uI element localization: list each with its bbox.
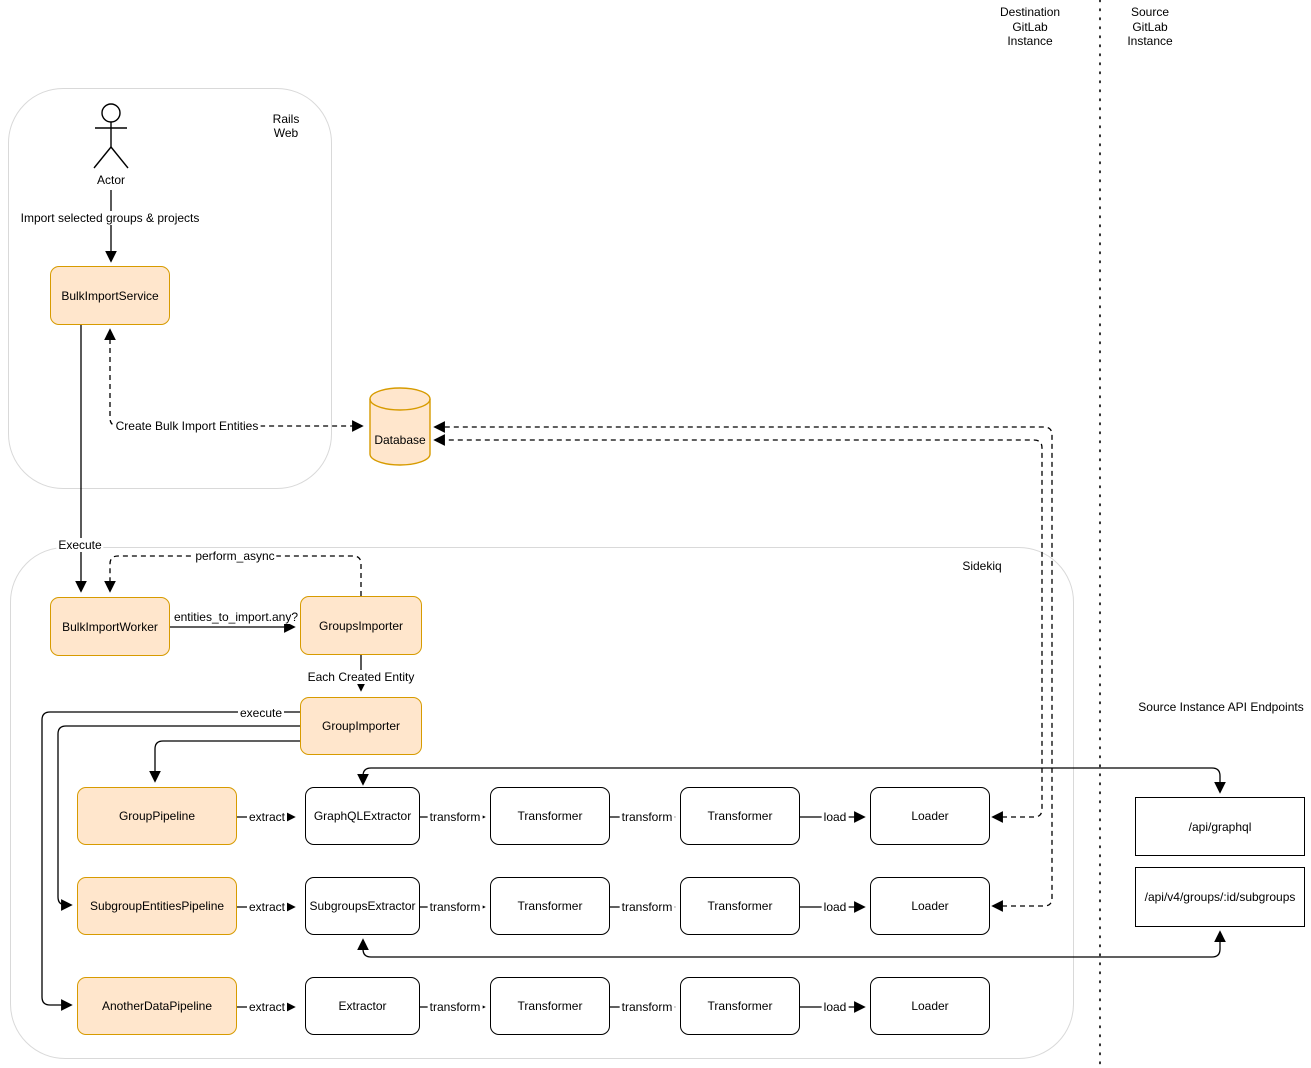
edge-label-entities-check: entities_to_import.any? — [171, 610, 301, 624]
edge-label-create-entities: Create Bulk Import Entities — [113, 419, 261, 433]
api-endpoints-title: Source Instance API Endpoints — [1138, 700, 1304, 714]
node-grouppipeline: GroupPipeline — [77, 787, 237, 845]
database-label: Database — [374, 433, 426, 447]
database-shape — [369, 387, 431, 466]
edge-label-transform1-row3: transform — [427, 1000, 483, 1014]
edge-label-extract-row3: extract — [246, 1000, 288, 1014]
edge-label-extract-row2: extract — [246, 900, 288, 914]
node-subgroupentitiespipeline: SubgroupEntitiesPipeline — [77, 877, 237, 935]
rails-web-label: Rails Web — [272, 112, 300, 140]
edge-label-each-created-entity: Each Created Entity — [305, 670, 417, 684]
actor-label: Actor — [96, 173, 125, 187]
node-transformer-2b: Transformer — [680, 877, 800, 935]
node-groupimporter: GroupImporter — [300, 697, 422, 755]
source-instance-label: Source GitLab Instance — [1127, 5, 1173, 48]
edge-label-transform2-row3: transform — [619, 1000, 675, 1014]
node-loader-2: Loader — [870, 877, 990, 935]
edge-label-import-request: Import selected groups & projects — [18, 211, 202, 225]
node-graphqlextractor: GraphQLExtractor — [305, 787, 420, 845]
edge-label-transform2-row1: transform — [619, 810, 675, 824]
edge-loader1-database — [433, 434, 1043, 823]
node-groupsimporter: GroupsImporter — [300, 596, 422, 655]
edge-create-bulk-import-entities — [104, 328, 364, 432]
edge-groupimporter-to-grouppipeline — [149, 740, 300, 783]
node-extractor: Extractor — [305, 977, 420, 1035]
node-subgroupsextractor: SubgroupsExtractor — [305, 877, 420, 935]
edge-label-transform2-row2: transform — [619, 900, 675, 914]
sidekiq-label: Sidekiq — [962, 559, 1002, 573]
node-anotherdatapipeline: AnotherDataPipeline — [77, 977, 237, 1035]
edge-groupimporter-to-anotherpipeline — [41, 711, 300, 1011]
edge-label-load-row3: load — [821, 1000, 849, 1014]
actor-figure — [93, 103, 129, 169]
node-transformer-3a: Transformer — [490, 977, 610, 1035]
edge-label-load-row1: load — [821, 810, 849, 824]
rails-web-container — [8, 88, 332, 489]
edge-label-perform-async: perform_async — [193, 549, 277, 563]
destination-instance-label: Destination GitLab Instance — [1000, 5, 1061, 48]
edge-groupimporter-to-subgrouppipeline — [57, 725, 300, 911]
edge-label-load-row2: load — [821, 900, 849, 914]
node-loader-1: Loader — [870, 787, 990, 845]
node-loader-3: Loader — [870, 977, 990, 1035]
node-transformer-2a: Transformer — [490, 877, 610, 935]
edge-label-transform1-row2: transform — [427, 900, 483, 914]
node-transformer-3b: Transformer — [680, 977, 800, 1035]
node-bulkimportservice: BulkImportService — [50, 266, 170, 325]
node-transformer-1a: Transformer — [490, 787, 610, 845]
node-transformer-1b: Transformer — [680, 787, 800, 845]
edge-label-execute: Execute — [56, 538, 104, 552]
node-api-graphql: /api/graphql — [1135, 797, 1305, 856]
edge-label-extract-row1: extract — [246, 810, 288, 824]
edge-label-transform1-row1: transform — [427, 810, 483, 824]
node-bulkimportworker: BulkImportWorker — [50, 597, 170, 656]
edge-subgroupsextractor-api-subgroups — [357, 930, 1226, 958]
edge-label-execute-pipeline: execute — [237, 706, 285, 720]
node-api-subgroups: /api/v4/groups/:id/subgroups — [1135, 867, 1305, 927]
